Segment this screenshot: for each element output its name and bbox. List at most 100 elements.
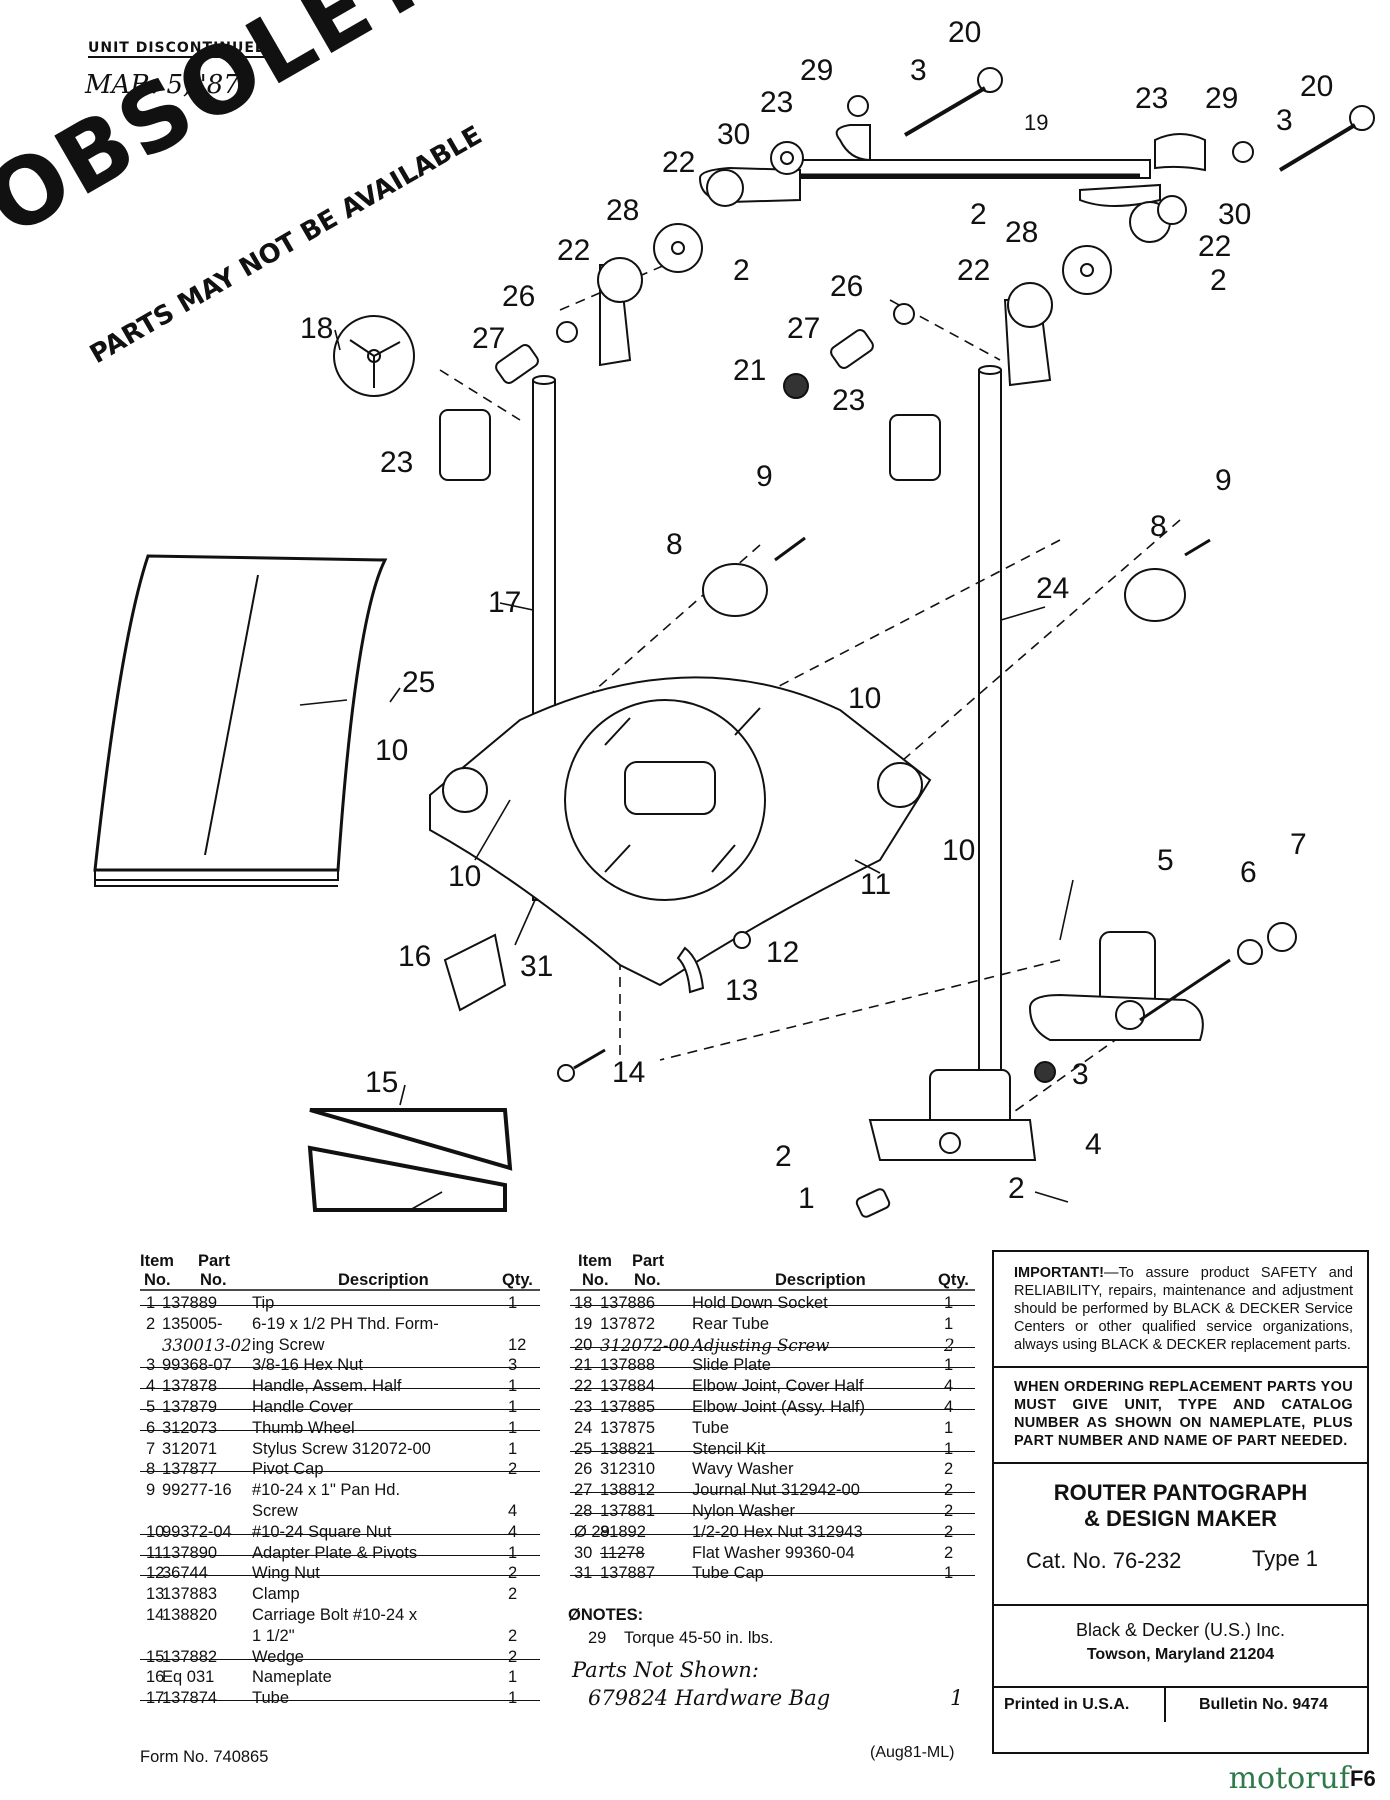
callout-3c: 3 — [1072, 1058, 1089, 1091]
part-description: Wedge — [252, 1647, 304, 1666]
part-description: 1/2-20 Hex Nut 312943 — [692, 1522, 863, 1541]
col-part-no: No. — [200, 1271, 227, 1289]
part-description: Handle Cover — [252, 1398, 353, 1416]
divider-2 — [994, 1462, 1367, 1464]
hex-nut — [1034, 1061, 1056, 1083]
part-description: Elbow Joint, Cover Half — [692, 1377, 864, 1396]
part-quantity: 4 — [508, 1522, 518, 1541]
item-number: 18 — [574, 1294, 593, 1312]
callout-23d: 23 — [380, 446, 414, 479]
part-quantity: 2 — [944, 1481, 954, 1500]
item-number: 13 — [146, 1585, 165, 1604]
part-number: 137888 — [600, 1356, 656, 1375]
callout-27b: 27 — [787, 312, 821, 345]
product-type: Type 1 — [1252, 1546, 1319, 1571]
bulletin-number: Bulletin No. 9474 — [1199, 1696, 1328, 1713]
product-title-1: ROUTER PANTOGRAPH — [1053, 1480, 1308, 1505]
col-item-no-r: No. — [582, 1271, 609, 1289]
part-number: 312072-00 — [600, 1335, 690, 1355]
part-quantity: 2 — [508, 1585, 518, 1604]
part-number: 137890 — [162, 1543, 218, 1562]
part-description: #10-24 Square Nut — [252, 1522, 392, 1541]
item-number: 5 — [146, 1398, 156, 1416]
part-number: 138821 — [600, 1439, 656, 1458]
handle-assembly — [868, 1069, 1037, 1161]
part-quantity: 2 — [944, 1502, 954, 1520]
callout-14: 14 — [612, 1056, 646, 1089]
part-number: 137879 — [162, 1398, 218, 1416]
part-description: Journal Nut 312942-00 — [692, 1481, 860, 1500]
item-number: 19 — [574, 1314, 593, 1333]
hardware-bag: 679824 Hardware Bag — [588, 1686, 831, 1710]
part-description: Thumb Wheel — [252, 1418, 355, 1437]
part-quantity: 2 — [508, 1564, 518, 1583]
part-number: 137883 — [162, 1585, 218, 1604]
part-description: Tube Cap — [692, 1564, 764, 1583]
part-description: Hold Down Socket — [692, 1294, 828, 1312]
watermark-logo: motoruf — [1228, 1761, 1350, 1796]
wedges — [307, 1108, 513, 1212]
callout-1: 1 — [798, 1182, 815, 1215]
footer-row: Printed in U.S.A. Bulletin No. 9474 — [994, 1688, 1367, 1722]
elbow-joints — [439, 124, 1206, 481]
part-number: 138812 — [600, 1481, 656, 1500]
part-description: #10-24 x 1" Pan Hd. — [252, 1481, 401, 1500]
callout-23a: 23 — [760, 86, 794, 119]
col-description-r: Description — [775, 1271, 866, 1289]
part-number: 312071 — [162, 1439, 218, 1458]
part-quantity: 1 — [944, 1418, 954, 1437]
parts-not-shown: Parts Not Shown: — [572, 1658, 759, 1682]
product-title-2: & DESIGN MAKER — [1083, 1506, 1278, 1531]
adapter-plate — [429, 676, 932, 987]
form-number: Form No. 740865 — [140, 1748, 269, 1766]
callout-9b: 9 — [1215, 464, 1232, 497]
part-quantity: 2 — [508, 1626, 518, 1645]
part-quantity: 1 — [508, 1668, 518, 1687]
part-description: Adapter Plate & Pivots — [252, 1543, 418, 1562]
item-number: 3 — [146, 1356, 156, 1375]
callout-10c: 10 — [942, 834, 976, 867]
item-number: Ø 29 — [574, 1522, 610, 1541]
item-number: 1 — [146, 1294, 156, 1312]
callout-8b: 8 — [1150, 510, 1167, 543]
part-number: 137886 — [600, 1294, 656, 1312]
callout-2b: 2 — [733, 254, 750, 287]
callout-30b: 30 — [1218, 198, 1252, 231]
part-number: 137874 — [162, 1689, 218, 1708]
printed-in: Printed in U.S.A. — [1004, 1696, 1130, 1713]
part-description: Handle, Assem. Half — [252, 1377, 402, 1396]
callout-22c: 22 — [557, 234, 591, 267]
part-number: 11278 — [600, 1543, 645, 1562]
part-quantity: 1 — [508, 1439, 518, 1458]
part-number: 99368-07 — [162, 1356, 232, 1375]
callout-23c: 23 — [832, 384, 866, 417]
wing-nut — [733, 931, 751, 949]
part-quantity: 2 — [944, 1460, 954, 1479]
washers — [653, 141, 1187, 295]
item-number: 24 — [574, 1418, 593, 1437]
callout-10a: 10 — [848, 682, 882, 715]
part-number: 99277-16 — [162, 1481, 232, 1500]
callout-27a: 27 — [472, 322, 506, 355]
journal-nuts — [495, 303, 915, 399]
stencil-kit — [93, 554, 388, 887]
divider-1 — [994, 1366, 1367, 1368]
part-description: 3/8-16 Hex Nut — [252, 1356, 363, 1375]
part-number: 137878 — [162, 1377, 218, 1396]
item-number: 7 — [146, 1439, 156, 1458]
callout-29b: 29 — [1205, 82, 1239, 115]
note-number: 29 — [588, 1629, 607, 1647]
part-number: 36744 — [162, 1564, 208, 1583]
